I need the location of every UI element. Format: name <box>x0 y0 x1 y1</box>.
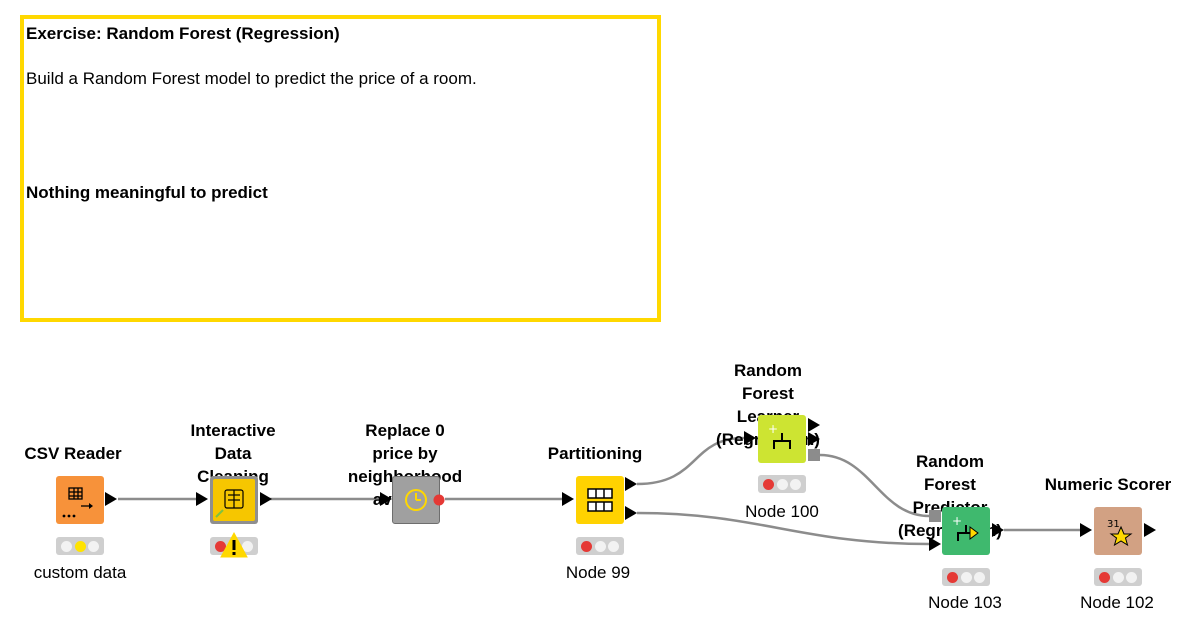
model-input-port[interactable] <box>929 510 941 522</box>
model-output-port[interactable] <box>808 449 820 461</box>
input-port[interactable] <box>1080 523 1092 537</box>
output-port-bottom[interactable] <box>625 506 637 520</box>
learner-icon[interactable]: + <box>758 415 806 463</box>
annotation-description: Build a Random Forest model to predict t… <box>26 69 477 88</box>
output-port[interactable] <box>260 492 272 506</box>
status-indicator <box>1094 568 1142 586</box>
status-indicator <box>942 568 990 586</box>
scorer-icon[interactable]: 31 <box>1094 507 1142 555</box>
warning-icon[interactable] <box>220 531 248 559</box>
partition-icon[interactable] <box>576 476 624 524</box>
output-port[interactable] <box>105 492 117 506</box>
data-cleaning-icon[interactable] <box>210 476 258 524</box>
connection-partitioning-to-learner <box>636 436 745 486</box>
output-port-top[interactable] <box>625 477 637 491</box>
node-label[interactable]: Node 102 <box>1080 593 1154 612</box>
status-indicator <box>758 475 806 493</box>
data-input-port[interactable] <box>929 537 941 551</box>
input-port[interactable] <box>744 431 756 445</box>
node-title: Partitioning <box>547 444 643 463</box>
predictor-icon[interactable]: + <box>942 507 990 555</box>
output-port[interactable] <box>992 523 1004 537</box>
svg-text:+: + <box>952 514 962 528</box>
connection-learner-to-predictor <box>819 453 930 518</box>
svg-text:31: 31 <box>1107 519 1120 530</box>
node-label[interactable]: Node 100 <box>745 502 819 521</box>
annotation-note: Nothing meaningful to predict <box>26 183 268 202</box>
input-port[interactable] <box>196 492 208 506</box>
workflow-annotation[interactable]: Exercise: Random Forest (Regression) Bui… <box>20 15 661 322</box>
status-indicator <box>576 537 624 555</box>
output-port[interactable] <box>1144 523 1156 537</box>
annotation-title: Exercise: Random Forest (Regression) <box>26 24 340 43</box>
input-port[interactable] <box>380 492 392 506</box>
node-title: CSV Reader <box>24 444 122 463</box>
svg-text:+: + <box>768 422 778 436</box>
node-title: Numeric Scorer <box>1044 475 1172 494</box>
node-label[interactable]: Node 103 <box>928 593 1002 612</box>
status-indicator <box>56 537 104 555</box>
clock-icon[interactable] <box>392 476 440 524</box>
csv-reader-icon[interactable] <box>56 476 104 524</box>
connection-partitioning-to-predictor <box>636 511 930 546</box>
input-port[interactable] <box>562 492 574 506</box>
output-port[interactable] <box>432 493 446 507</box>
node-label[interactable]: Node 99 <box>565 563 631 582</box>
output-port-1[interactable] <box>808 418 820 432</box>
node-label[interactable]: custom data <box>33 563 127 582</box>
output-port-2[interactable] <box>808 432 820 446</box>
